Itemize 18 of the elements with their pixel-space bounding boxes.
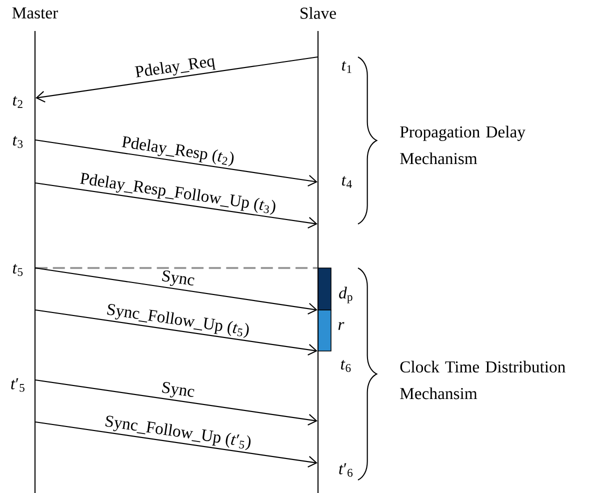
time-label: t$_{2}$	[13, 96, 22, 108]
edge-label: Pdelay_Req	[134, 58, 216, 78]
arrow	[35, 139, 318, 186]
arrow	[35, 267, 318, 314]
edge-label: Sync	[162, 270, 194, 286]
participant-label: Slave	[300, 7, 336, 19]
arrow	[35, 379, 318, 426]
time-label: t′$_{5}$	[11, 378, 24, 392]
time-label: t$_{3}$	[13, 136, 23, 148]
brace-label: Clock Time Distribution Mechansim	[400, 360, 566, 400]
arrow	[35, 309, 318, 356]
arrow	[36, 56, 318, 102]
brace-label: Propagation Delay Mechanism	[400, 126, 526, 164]
edge-label: Sync	[162, 382, 194, 398]
arrow	[35, 421, 318, 468]
arrow	[35, 182, 318, 228]
participant-label: Master	[12, 7, 58, 19]
time-label: t$_{5}$	[13, 264, 23, 276]
